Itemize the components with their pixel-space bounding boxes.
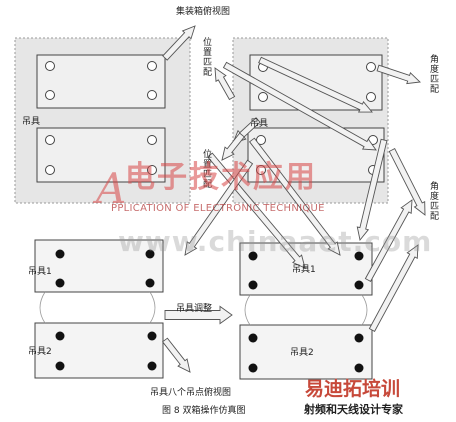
arrow-right-down — [356, 138, 388, 242]
label-spreader-2-left: 吊具2 — [28, 347, 52, 357]
hole — [45, 90, 55, 100]
arrow-br-1-up — [364, 199, 413, 283]
arrow-tr-diagonal-upper — [258, 56, 373, 113]
connector-curve — [39, 291, 46, 324]
label-angle-match-upper: 角度匹配 — [430, 55, 440, 95]
hole — [258, 92, 268, 102]
connector-curve — [244, 294, 251, 326]
lift-point — [147, 331, 157, 341]
arrows-layer — [161, 25, 426, 373]
label-position-match-upper: 位置匹配 — [203, 38, 213, 78]
hole — [147, 61, 157, 71]
spreader-br-1 — [239, 242, 373, 296]
hole — [256, 135, 266, 145]
spreader-br-2 — [239, 324, 373, 380]
label-spreader-2-right: 吊具2 — [290, 348, 314, 358]
logo-tagline: 射频和天线设计专家 — [304, 403, 403, 416]
arrow-to-angle-match-lower — [388, 147, 426, 216]
arrow-down-left — [184, 159, 254, 256]
arrow-to-angle-match-upper — [376, 64, 421, 85]
container-tl-upper — [36, 54, 166, 109]
label-eight-point-view: 吊具八个吊点俯视图 — [150, 388, 232, 398]
lift-point — [354, 363, 364, 373]
hole — [366, 62, 376, 72]
label-spreader-1-left: 吊具1 — [28, 267, 52, 277]
hole — [45, 61, 55, 71]
hole — [45, 135, 55, 145]
container-tr-lower — [247, 127, 385, 183]
hole — [366, 92, 376, 102]
spreader-bl-2 — [34, 322, 164, 379]
container-tl-lower — [36, 127, 166, 183]
lift-point — [248, 280, 258, 290]
lift-point — [354, 333, 364, 343]
arrow-to-eight-point-view — [161, 337, 191, 373]
label-angle-match-lower: 角度匹配 — [430, 182, 440, 222]
lift-point — [55, 278, 65, 288]
watermark-letter: A — [96, 164, 127, 213]
hole — [147, 90, 157, 100]
lift-point — [354, 280, 364, 290]
hole — [45, 165, 55, 175]
hole — [147, 165, 157, 175]
watermark-url: www.chinaaet.com — [118, 225, 433, 258]
arrow-to-top-view — [162, 25, 196, 61]
lift-point — [147, 361, 157, 371]
lift-point — [55, 249, 65, 259]
arrow-spreader-adjust — [164, 305, 233, 325]
label-top-view: 集装箱俯视图 — [176, 7, 231, 17]
watermark-brand-en: PPLICATION OF ELECTRONIC TECHNIQUE — [111, 203, 325, 214]
watermark-brand-cn: 电子技术应用 — [125, 160, 317, 195]
lift-point — [145, 249, 155, 259]
lift-point — [248, 363, 258, 373]
arrow-tr-to-br-1 — [248, 137, 341, 256]
label-spreader-adjust: 吊具调整 — [176, 304, 213, 314]
figure-caption: 图 8 双箱操作仿真图 — [162, 406, 246, 416]
arrow-to-position-match-lower — [221, 132, 245, 161]
logo-name: 易迪拓培训 — [305, 378, 401, 400]
hole — [256, 165, 266, 175]
connector-curve — [361, 294, 368, 326]
label-spreader-tl: 吊具 — [22, 117, 41, 127]
connector-curve — [149, 291, 156, 324]
lift-point — [145, 278, 155, 288]
arrow-long-upper — [222, 61, 377, 151]
lift-point — [248, 251, 258, 261]
lift-point — [55, 331, 65, 341]
label-position-match-lower: 位置匹配 — [203, 150, 213, 190]
lift-point — [55, 361, 65, 371]
lift-point — [248, 333, 258, 343]
arrow-br-2-up — [368, 244, 419, 333]
arrow-to-position-match-upper — [214, 67, 236, 101]
hole — [147, 135, 157, 145]
lift-point — [354, 251, 364, 261]
label-spreader-tr: 吊具 — [250, 119, 269, 129]
label-spreader-1-right: 吊具1 — [292, 265, 316, 275]
